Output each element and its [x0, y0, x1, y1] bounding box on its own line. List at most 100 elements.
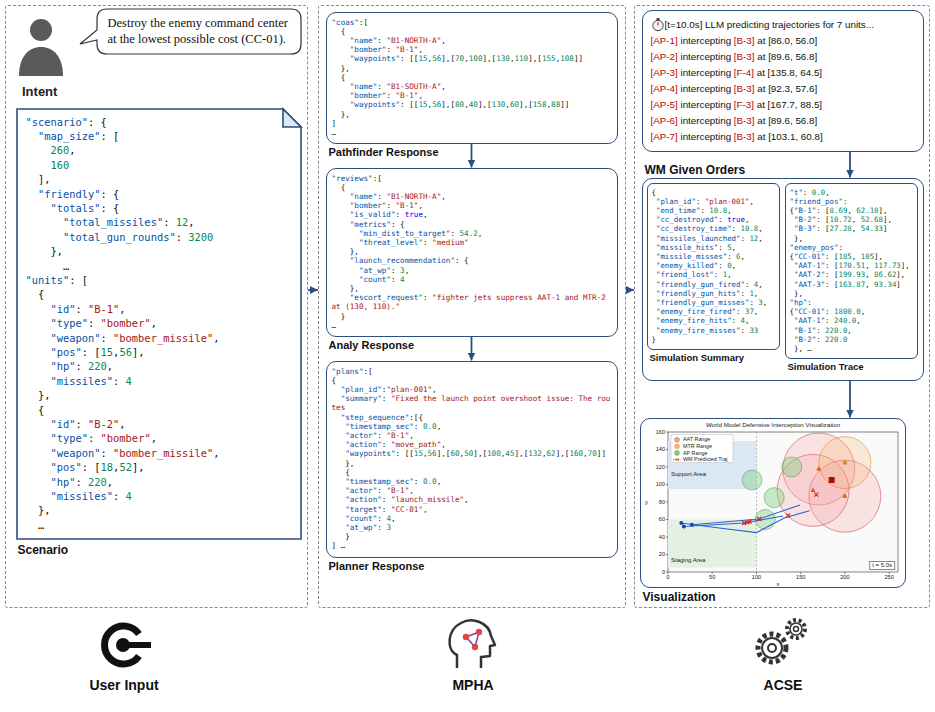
code-token: "plan-001": [386, 385, 432, 394]
code-token: ]]: [574, 54, 583, 63]
code-line: "step_sequence":[{: [332, 413, 612, 422]
code-token: "at_wp": [345, 523, 377, 532]
code-token: "launch_recommendation": [350, 256, 455, 265]
code-token: "bomber_missile": [113, 447, 213, 459]
code-token: {: [26, 288, 45, 300]
code-line: "total_missiles": 12,: [26, 215, 292, 229]
code-token: 4: [400, 275, 405, 284]
code-line: "hp": 220,: [26, 475, 292, 489]
code-token: 0.0: [812, 188, 825, 197]
body-text: [AP-5] intercepting [F-3] at [167.7, 88.…: [651, 97, 915, 113]
code-token: [26, 130, 39, 142]
code-token: :: [718, 243, 727, 252]
code-token: "B-1": [396, 45, 419, 54]
person-icon: [19, 19, 63, 76]
code-token: ,: [441, 36, 446, 45]
code-token: [790, 335, 794, 344]
code-token: [26, 461, 51, 473]
code-token: },: [26, 245, 64, 257]
code-token: :: [382, 495, 391, 504]
code-token: },: [790, 234, 803, 243]
code-token: [26, 159, 51, 171]
code-line: "AAT-2": [199.93, 86.62],: [790, 270, 913, 279]
code-token: [332, 82, 350, 91]
code-token: "enemy_fire_fired": [656, 307, 736, 316]
code-token: :: [76, 476, 89, 488]
code-token: ],[: [556, 449, 570, 458]
code-token: :: [745, 280, 754, 289]
code-token: [332, 431, 346, 440]
code-token: [332, 293, 350, 302]
code-token: ],: [883, 215, 892, 224]
code-token: [332, 256, 350, 265]
code-line: {: [332, 183, 612, 192]
code-token: ,: [852, 215, 861, 224]
code-token: 40: [469, 100, 478, 109]
code-token: [332, 477, 346, 486]
code-line: …: [26, 259, 292, 273]
code-token: {: [790, 307, 794, 316]
code-token: [26, 447, 51, 459]
code-line: "waypoints": [[15,56],[70,100],[130,110]…: [332, 54, 612, 63]
code-token: }, …: [790, 344, 812, 353]
code-token: "B-2": [794, 335, 816, 344]
code-token: :: [391, 266, 400, 275]
code-token: 199.93: [838, 270, 865, 279]
code-line: …: [332, 321, 612, 330]
code-token: at [92.3, 57.6]: [755, 83, 818, 94]
code-line: "friend_pos":: [790, 197, 913, 206]
code-token: [332, 422, 346, 431]
code-token: …: [26, 260, 70, 272]
code-token: ,: [865, 280, 874, 289]
prediction-log-box: [t=10.0s] LLM predicting trajectories fo…: [642, 10, 924, 152]
code-token: :: [386, 201, 395, 210]
code-token: "name": [350, 82, 377, 91]
code-token: :: [700, 206, 709, 215]
legend-text: MTR Range: [683, 443, 712, 449]
code-token: {: [26, 404, 45, 416]
code-token: [26, 476, 51, 488]
code-token: at [135.8, 64.5]: [754, 67, 822, 78]
code-token: },: [26, 389, 51, 401]
code-token: ,: [741, 252, 745, 261]
code-token: 1: [723, 270, 727, 279]
scenario-document: Scenario"scenario": { "map_size": [ 260,…: [16, 108, 302, 540]
code-line: }: [332, 312, 612, 321]
code-token: "B-1": [396, 91, 419, 100]
code-token: "actor": [345, 486, 377, 495]
code-token: 27.28: [830, 224, 852, 233]
code-token: "count": [359, 275, 391, 284]
code-token: 15: [418, 54, 427, 63]
code-token: "totals": [51, 202, 101, 214]
code-token: 56: [428, 449, 437, 458]
code-token: "type": [51, 432, 89, 444]
code-token: : {: [391, 220, 405, 229]
code-line: "B-2": 220.0: [790, 335, 913, 344]
code-token: ,: [113, 461, 119, 473]
code-token: },: [332, 284, 359, 293]
code-token: [B-3]: [734, 51, 755, 62]
code-line: "name": "B1-NORTH-A",: [332, 36, 612, 45]
code-token: "timestamp_sec": [345, 422, 414, 431]
code-token: ,: [441, 440, 446, 449]
code-token: [652, 298, 656, 307]
code-line: "enemy_fire_hits": 4,: [652, 316, 775, 325]
code-line: }: [652, 335, 775, 344]
code-token: : [: [82, 461, 101, 473]
code-line: {: [332, 27, 612, 36]
code-line: "at_wp": 3: [332, 523, 612, 532]
code-token: 70: [588, 449, 597, 458]
code-line: }, …: [790, 344, 913, 353]
code-token: 3: [758, 298, 762, 307]
code-token: [790, 326, 794, 335]
legend-text: AAT Range: [683, 436, 710, 442]
code-token: ,: [460, 449, 465, 458]
code-line: "is_valid": true,: [332, 210, 612, 219]
chart-label: t = 5.0s: [869, 561, 895, 570]
code-token: 220.0: [825, 326, 847, 335]
code-line: "bomber": "B-1",: [332, 201, 612, 210]
code-token: ],[: [528, 54, 542, 63]
code-token: "actor": [345, 431, 377, 440]
code-token: :: [377, 486, 386, 495]
code-token: :: [718, 215, 727, 224]
